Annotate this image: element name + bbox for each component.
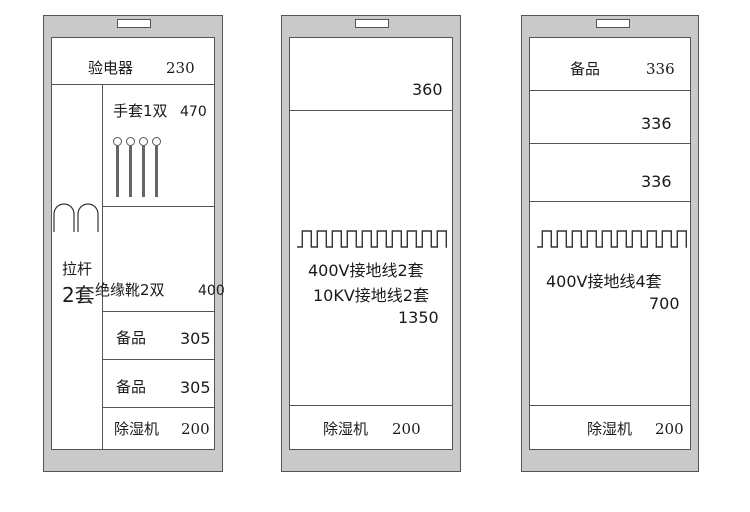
- glove-hanger-rod: [142, 145, 145, 197]
- glove-hanger-rod: [116, 145, 119, 197]
- boots-label: 绝缘靴2双: [95, 281, 165, 299]
- cabinet-3-body: [529, 37, 691, 450]
- cabinet-2-handle: [355, 19, 389, 28]
- pull-rod-label: 拉杆: [62, 260, 93, 278]
- cabinet-3-divider-2: [529, 143, 691, 144]
- pull-rod-count: 2套: [62, 283, 95, 307]
- dehumidifier-1-value: 200: [181, 420, 210, 438]
- ground-wire-value: 700: [649, 294, 680, 313]
- cabinet-1-divider-boots: [102, 311, 215, 312]
- ground-wire-400v-label: 400V接地线4套: [546, 272, 662, 291]
- shelf-value: 360: [412, 80, 443, 99]
- tester-value: 230: [166, 59, 195, 77]
- gloves-label: 手套1双: [113, 102, 168, 120]
- dehumidifier-3-value: 200: [655, 420, 684, 438]
- shelf-3-value: 336: [641, 172, 672, 191]
- cabinet-1-divider-vertical: [102, 84, 103, 450]
- cabinet-1-divider-dehumid: [102, 407, 215, 408]
- spare-3-label: 备品: [570, 60, 601, 78]
- ground-wire-rack-icon: [297, 230, 447, 248]
- cabinet-1-divider-top: [51, 84, 215, 85]
- cabinet-3-divider-dehumid: [529, 405, 691, 406]
- cabinet-2-divider-dehumid: [289, 405, 453, 406]
- cabinet-3-divider-1: [529, 90, 691, 91]
- cabinet-3-handle: [596, 19, 630, 28]
- cabinet-1-body: [51, 37, 215, 450]
- spare-2-value: 305: [180, 378, 211, 397]
- dehumidifier-2-value: 200: [392, 420, 421, 438]
- dehumidifier-3-label: 除湿机: [587, 420, 633, 438]
- cabinet-1-handle: [117, 19, 151, 28]
- shelf-2-value: 336: [641, 114, 672, 133]
- cabinet-1-divider-gloves: [102, 206, 215, 207]
- cabinet-3-divider-3: [529, 201, 691, 202]
- gloves-value: 470: [180, 104, 207, 120]
- shelf-1-value: 336: [646, 60, 675, 78]
- glove-hanger-rod: [129, 145, 132, 197]
- spare-1-label: 备品: [116, 329, 147, 347]
- ground-wire-400v-label: 400V接地线2套: [308, 261, 424, 280]
- tester-label: 验电器: [88, 59, 134, 77]
- cabinet-2-divider-top: [289, 110, 453, 111]
- ground-wire-10kv-label: 10KV接地线2套: [313, 286, 429, 305]
- boots-value: 400: [198, 283, 225, 299]
- dehumidifier-2-label: 除湿机: [323, 420, 369, 438]
- ground-wire-rack-icon: [537, 230, 687, 248]
- dehumidifier-1-label: 除湿机: [114, 420, 160, 438]
- ground-wire-value: 1350: [398, 308, 439, 327]
- pull-rod-icon: [53, 203, 99, 232]
- glove-hanger-rod: [155, 145, 158, 197]
- spare-2-label: 备品: [116, 378, 147, 396]
- spare-1-value: 305: [180, 329, 211, 348]
- cabinet-1-divider-spare: [102, 359, 215, 360]
